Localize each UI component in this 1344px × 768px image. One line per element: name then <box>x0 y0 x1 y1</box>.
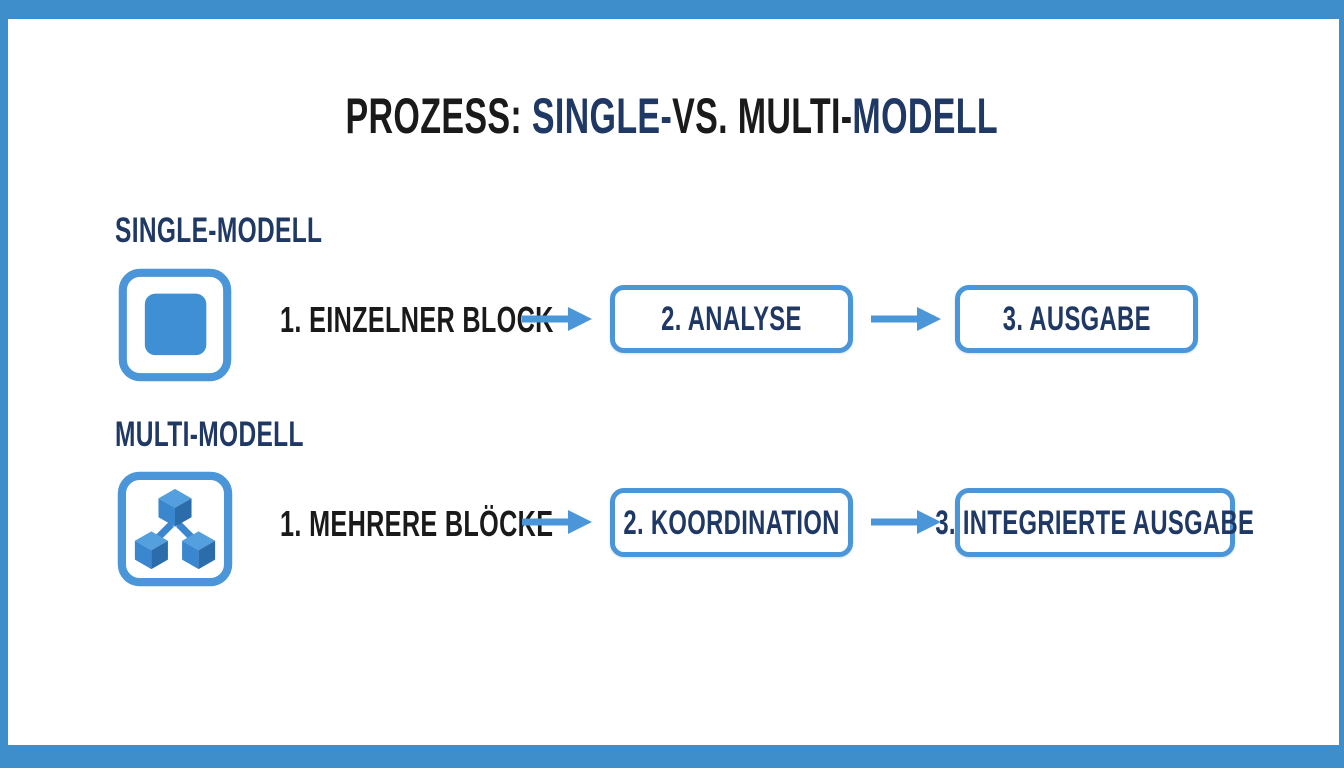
page-title: PROZESS: SINGLE-VS. MULTI-MODELL <box>0 91 1344 141</box>
single-block-icon <box>113 267 237 383</box>
arrow-right-icon <box>522 506 592 538</box>
single-step3-box: 3. AUSGABE <box>955 285 1198 353</box>
arrow-right-icon <box>522 303 592 335</box>
arrow-right-icon <box>871 506 941 538</box>
single-step2-box: 2. ANALYSE <box>610 285 853 353</box>
multi-step3-label: 3. INTEGRIERTE AUSGABE <box>935 503 1255 542</box>
page-title-text: PROZESS: SINGLE-VS. MULTI-MODELL <box>346 91 998 141</box>
multi-step2-label: 2. KOORDINATION <box>623 503 840 542</box>
multi-blocks-icon <box>113 470 237 588</box>
single-modell-header: SINGLE-MODELL <box>115 211 411 251</box>
title-segment-prozess: PROZESS: <box>345 88 533 144</box>
single-step2-label: 2. ANALYSE <box>661 300 802 338</box>
multi-modell-header-label: MULTI-MODELL <box>115 415 304 454</box>
title-segment-modell: MODELL <box>852 88 999 144</box>
multi-step1-label: 1. MEHRERE BLÖCKE <box>280 503 554 544</box>
multi-modell-header: MULTI-MODELL <box>115 415 385 455</box>
arrow-right-icon <box>871 303 941 335</box>
title-segment-vs-multi: VS. MULTI- <box>672 88 853 144</box>
content-sheet <box>8 19 1339 745</box>
multi-step3-box: 3. INTEGRIERTE AUSGABE <box>936 488 1254 557</box>
single-step1-label: 1. EINZELNER BLOCK <box>280 299 554 340</box>
single-modell-header-label: SINGLE-MODELL <box>115 211 323 250</box>
title-segment-single: SINGLE- <box>532 88 673 144</box>
single-step3-label: 3. AUSGABE <box>1002 300 1151 338</box>
multi-step2-box: 2. KOORDINATION <box>610 488 853 557</box>
